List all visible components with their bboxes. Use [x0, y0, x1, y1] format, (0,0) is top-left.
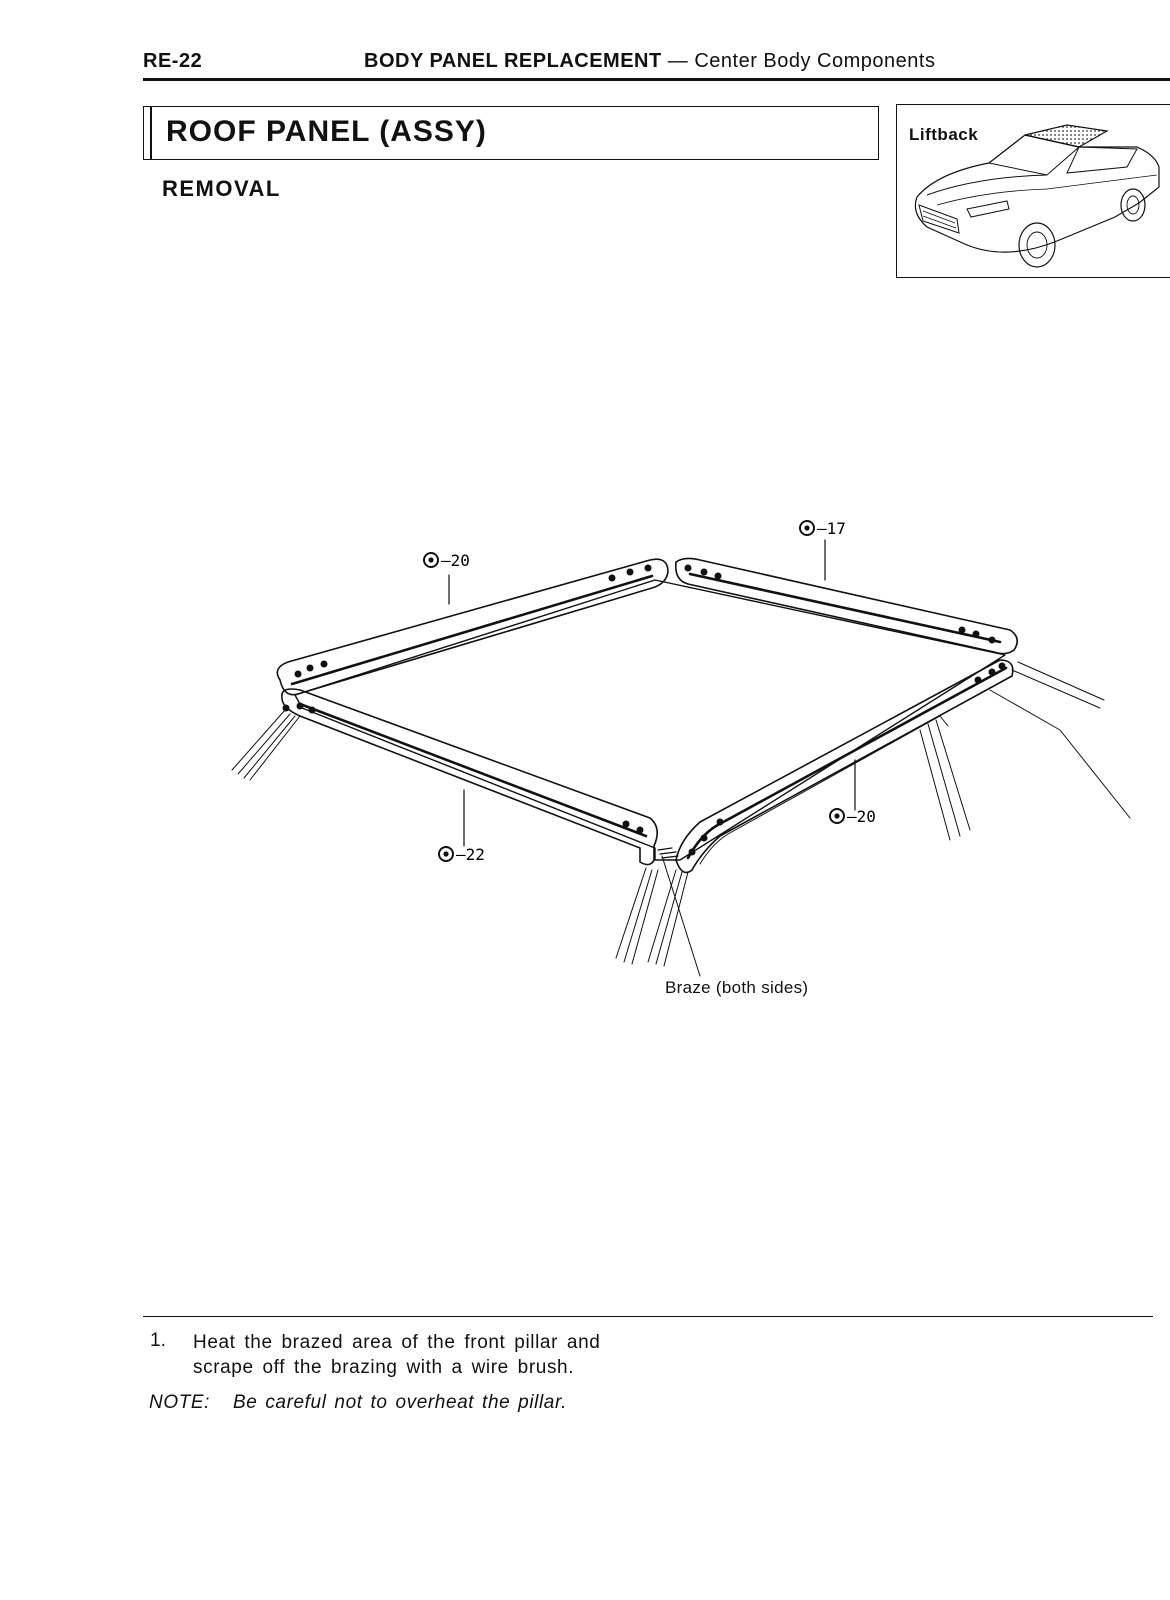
callout-right-side-rail: —20 — [847, 807, 876, 826]
header-rule — [143, 78, 1170, 81]
section-divider — [143, 1316, 1153, 1317]
step-number: 1. — [150, 1330, 166, 1351]
page-title: ROOF PANEL (ASSY) — [166, 115, 487, 148]
callout-front-rail: —20 — [441, 551, 470, 570]
spot-weld-symbol-icon — [799, 520, 815, 536]
note-label: NOTE: — [149, 1392, 211, 1413]
callout-rear-header: —17 — [817, 519, 846, 538]
spot-weld-symbol-icon — [829, 808, 845, 824]
thumbnail-label: Liftback — [909, 125, 979, 144]
note-text: Be careful not to overheat the pillar. — [233, 1392, 568, 1413]
title-box-accent — [150, 107, 152, 159]
braze-label: Braze (both sides) — [665, 978, 809, 997]
section-main-title: BODY PANEL REPLACEMENT — [364, 50, 662, 72]
step-text: Heat the brazed area of the front pillar… — [193, 1332, 601, 1378]
callout-left-side-rail: —22 — [456, 845, 485, 864]
vehicle-thumbnail: Liftback — [896, 104, 1170, 278]
spot-weld-symbol-icon — [438, 846, 454, 862]
section-header: BODY PANEL REPLACEMENT — Center Body Com… — [364, 50, 935, 73]
section-subtitle: — Center Body Components — [667, 50, 936, 72]
title-box: ROOF PANEL (ASSY) — [143, 106, 879, 160]
liftback-car-illustration — [914, 124, 1160, 268]
procedure-heading: REMOVAL — [162, 176, 281, 201]
page-number: RE-22 — [143, 50, 203, 72]
spot-weld-symbol-icon — [423, 552, 439, 568]
